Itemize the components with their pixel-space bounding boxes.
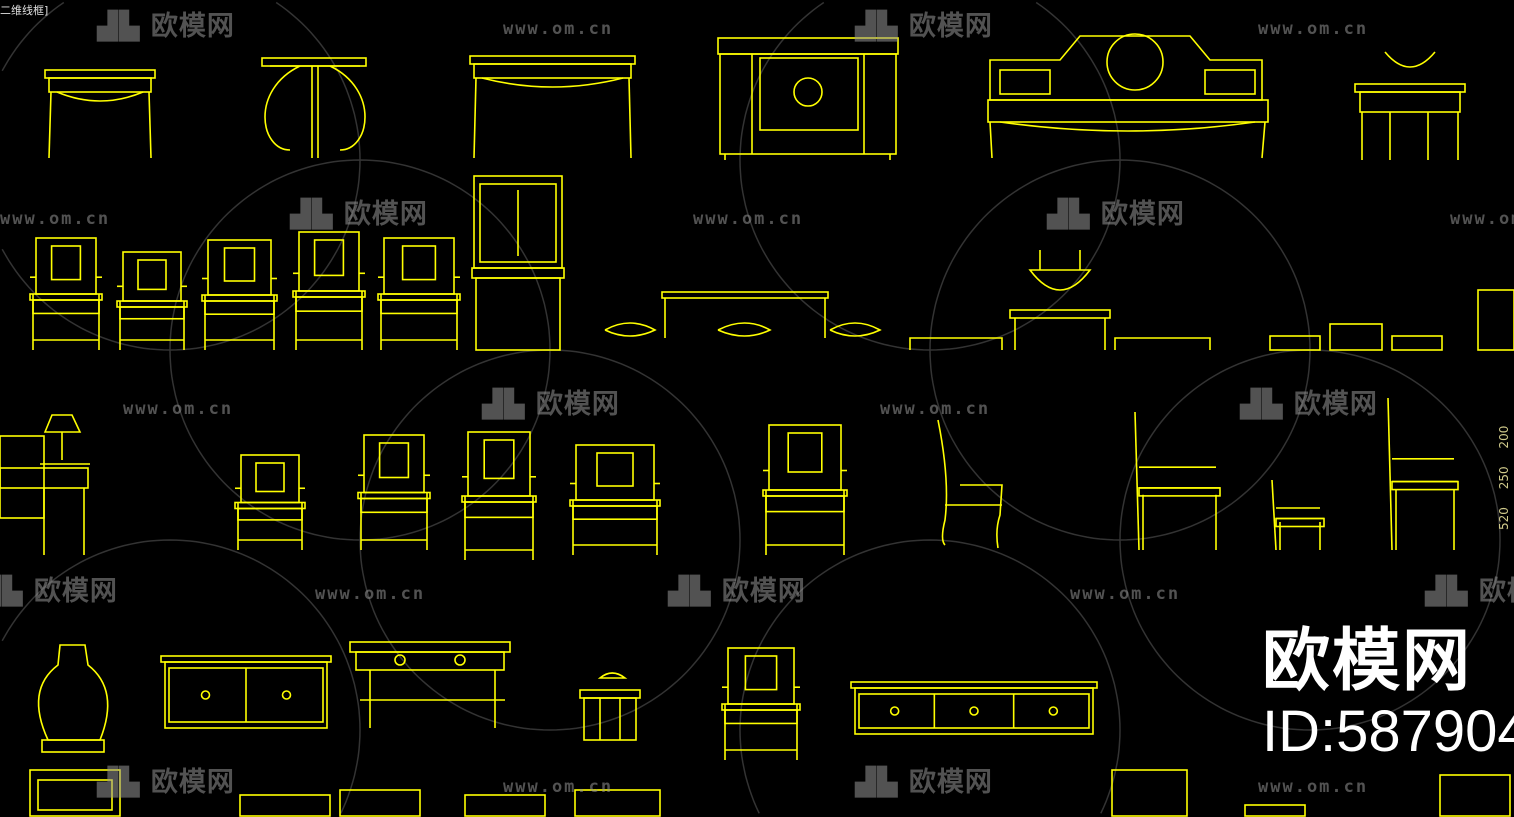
watermark-arc <box>359 349 741 731</box>
watermark-url: www.om.cn <box>315 584 426 604</box>
chair-drawing[interactable] <box>377 237 461 350</box>
watermark-url: www.om.cn <box>693 209 804 229</box>
watermark-logo: ▟▙ 欧模网 <box>855 767 993 798</box>
side-chair-drawing[interactable] <box>1271 479 1325 551</box>
watermark-url: www.om.cn <box>880 399 991 419</box>
watermark-arc <box>169 159 551 541</box>
bentwood-chair-drawing[interactable] <box>937 419 1003 549</box>
desk-lamp-drawing[interactable] <box>0 414 90 555</box>
brand-watermark: 欧模网 <box>1262 622 1473 701</box>
watermark-arc <box>739 539 1121 814</box>
watermark-arc <box>929 159 1311 541</box>
watermark-url: www.om.cn <box>503 777 614 797</box>
table-drawing[interactable] <box>44 69 156 159</box>
chair-drawing[interactable] <box>234 454 306 550</box>
watermark-url: www.om.cn <box>1258 777 1369 797</box>
chair-drawing[interactable] <box>201 239 278 350</box>
watermark-url: www.om.cn <box>1450 209 1514 229</box>
sideboard-drawing[interactable] <box>717 37 899 160</box>
scroll-table-drawing[interactable] <box>261 57 367 158</box>
watermark-url: www.om.cn <box>1070 584 1181 604</box>
dimension-text: 520 250 200 <box>1497 425 1511 530</box>
watermark-logo: ▟▙ 欧模网 <box>1047 199 1185 230</box>
watermark-logo: ▟▙ 欧模网 <box>1240 389 1378 420</box>
vase-drawing[interactable] <box>29 644 121 817</box>
stools-drawing[interactable] <box>1269 289 1514 351</box>
watermark-arc <box>1119 349 1501 731</box>
partial-furniture-drawing[interactable] <box>239 769 1511 817</box>
watermark-arc <box>1 539 361 814</box>
watermark-url: www.om.cn <box>1258 19 1369 39</box>
watermark-logo: ▟▙ 欧模网 <box>482 389 620 420</box>
watermark-url: www.om.cn <box>123 399 234 419</box>
chair-drawing[interactable] <box>461 431 537 560</box>
chair-drawing[interactable] <box>762 424 848 555</box>
side-table-drawing[interactable] <box>1354 51 1466 160</box>
watermark-arc <box>739 1 1121 351</box>
watermark-logo: ▟▙ 欧模网 <box>855 11 993 42</box>
table-drawing[interactable] <box>469 55 636 159</box>
chair-drawing[interactable] <box>569 444 661 555</box>
watermark-logo: ▟▙ 欧模网 <box>97 767 235 798</box>
chair-drawing[interactable] <box>357 434 431 550</box>
watermark-logo: ▟▙ 欧模网 <box>290 199 428 230</box>
model-id-label: ID:587904 <box>1262 699 1514 764</box>
side-chair-drawing[interactable] <box>1134 411 1221 551</box>
teapot-stand-drawing[interactable] <box>579 672 641 741</box>
tall-chair-drawing[interactable] <box>471 175 565 351</box>
watermark-logo: ▟▙ 欧模网 <box>97 11 235 42</box>
chair-drawing[interactable] <box>29 237 103 350</box>
side-chair-drawing[interactable] <box>1387 397 1459 551</box>
chair-drawing[interactable] <box>721 647 801 760</box>
incense-table-drawing[interactable] <box>909 250 1211 350</box>
chair-drawing[interactable] <box>116 251 188 350</box>
cabinet-drawing[interactable] <box>160 655 332 729</box>
watermark-logo: ▟▙ 欧模网 <box>668 576 806 607</box>
daybed-drawing[interactable] <box>987 33 1269 159</box>
watermark-url: www.om.cn <box>503 19 614 39</box>
bench-drawing[interactable] <box>604 291 882 338</box>
watermark-logo: ▟▙ 欧模网 <box>1425 576 1514 607</box>
watermark-url: www.om.cn <box>0 209 111 229</box>
watermark-logo: ▟▙ 欧模网 <box>0 576 118 607</box>
viewport-visual-style-label[interactable]: 二维线框] <box>0 4 49 17</box>
altar-table-drawing[interactable] <box>349 641 511 728</box>
cabinet-drawing[interactable] <box>850 681 1098 735</box>
chair-drawing[interactable] <box>292 231 366 350</box>
